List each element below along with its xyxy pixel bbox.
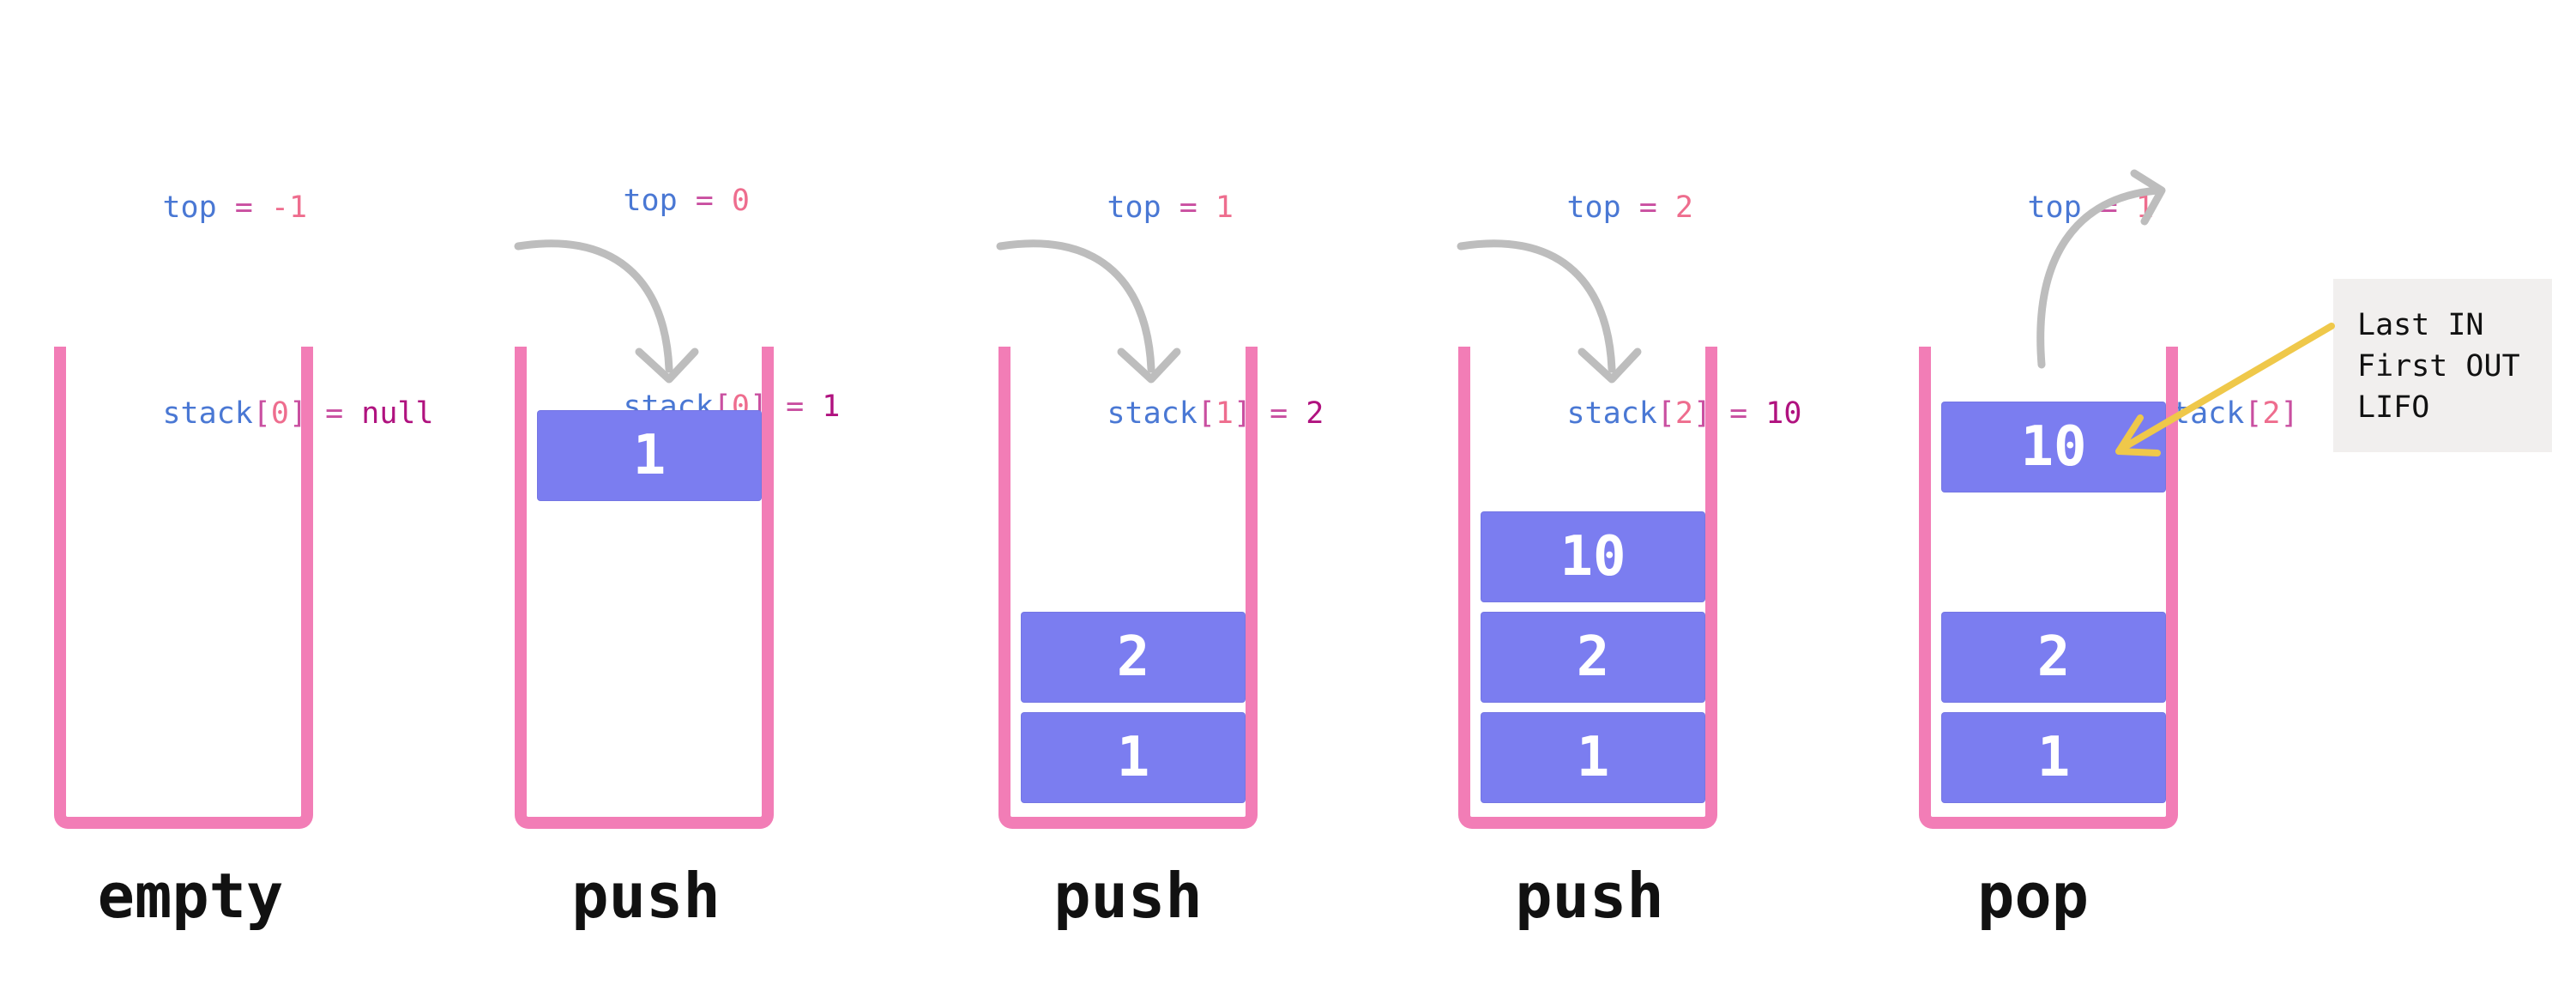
stage-label-empty: empty [97, 860, 284, 932]
code-token: = [768, 390, 823, 424]
stack-container-push-10: 10 2 1 [1458, 347, 1717, 829]
lifo-pointer-arrow-icon [2115, 323, 2335, 456]
code-token: 2 [1674, 190, 1693, 225]
lifo-note: Last IN First OUT LIFO [2333, 279, 2552, 452]
stage-label-pop: pop [1976, 860, 2090, 932]
code-token: top [1566, 190, 1621, 225]
push-arrow-icon [996, 239, 1181, 384]
stage-label-push-2: push [1053, 860, 1203, 932]
code-token: 2 [1306, 396, 1324, 431]
push-arrow-icon [1457, 239, 1642, 384]
code-token: [ [1197, 396, 1216, 431]
code-token: = [677, 184, 732, 218]
pop-arrow-icon [2036, 169, 2166, 369]
stack-container-pop: 10 2 1 [1919, 347, 2178, 829]
code-line: top = -1 [54, 146, 434, 269]
code-token: 2 [1674, 396, 1693, 431]
code-token: top [623, 184, 678, 218]
stack-block: 1 [1021, 712, 1246, 803]
code-token: [ [2244, 396, 2263, 431]
stack-block: 1 [537, 410, 762, 501]
stage-label-push-10: push [1515, 860, 1664, 932]
code-token: = [307, 396, 362, 431]
note-line: LIFO [2357, 390, 2430, 425]
code-token: 0 [731, 184, 750, 218]
code-token: top [162, 190, 217, 225]
code-token: 1 [1215, 396, 1234, 431]
code-token: = [216, 190, 271, 225]
code-token: stack [1107, 396, 1198, 431]
stage-label-push-1: push [571, 860, 721, 932]
code-line: top = 1 [1919, 146, 2299, 269]
note-line: Last IN [2357, 308, 2484, 342]
code-token: = [1620, 190, 1675, 225]
code-snippet-empty: top = -1 stack[0] = null [54, 63, 434, 558]
code-token: 0 [270, 396, 289, 431]
code-token: = [1252, 396, 1306, 431]
code-token: [ [1656, 396, 1675, 431]
code-token: stack [1566, 396, 1657, 431]
stack-block: 1 [1941, 712, 2166, 803]
code-token: 2 [2262, 396, 2281, 431]
stack-block: 2 [1481, 612, 1705, 703]
code-line: top = 2 [1458, 146, 1801, 269]
code-line: top = 0 [515, 139, 840, 263]
code-token: null [361, 396, 434, 431]
stack-container-push-2: 2 1 [998, 347, 1258, 829]
code-token: 10 [1765, 396, 1802, 431]
code-token: = [1161, 190, 1216, 225]
stack-block: 10 [1481, 511, 1705, 602]
code-token: top [1107, 190, 1161, 225]
stack-block: 2 [1941, 612, 2166, 703]
code-line: stack[1] = 2 [998, 352, 1324, 475]
note-line: First OUT [2357, 349, 2520, 384]
code-token: = [1711, 396, 1766, 431]
stack-container-push-1: 1 [515, 347, 774, 829]
push-arrow-icon [514, 239, 699, 384]
code-snippet-push-2: top = 1 stack[1] = 2 [998, 63, 1324, 558]
code-token: [ [252, 396, 271, 431]
code-line: top = 1 [998, 146, 1324, 269]
code-token: 1 [1215, 190, 1234, 225]
code-token: 1 [822, 390, 841, 424]
code-snippet-push-10: top = 2 stack[2] = 10 [1458, 63, 1801, 558]
code-token: stack [162, 396, 253, 431]
code-line: stack[0] = null [54, 352, 434, 475]
stack-container-empty [54, 347, 313, 829]
code-token: top [2027, 190, 2082, 225]
code-token: -1 [270, 190, 308, 225]
popped-block: 10 [1941, 402, 2166, 492]
code-token: ] [2280, 396, 2299, 431]
stack-block: 2 [1021, 612, 1246, 703]
stack-block: 1 [1481, 712, 1705, 803]
